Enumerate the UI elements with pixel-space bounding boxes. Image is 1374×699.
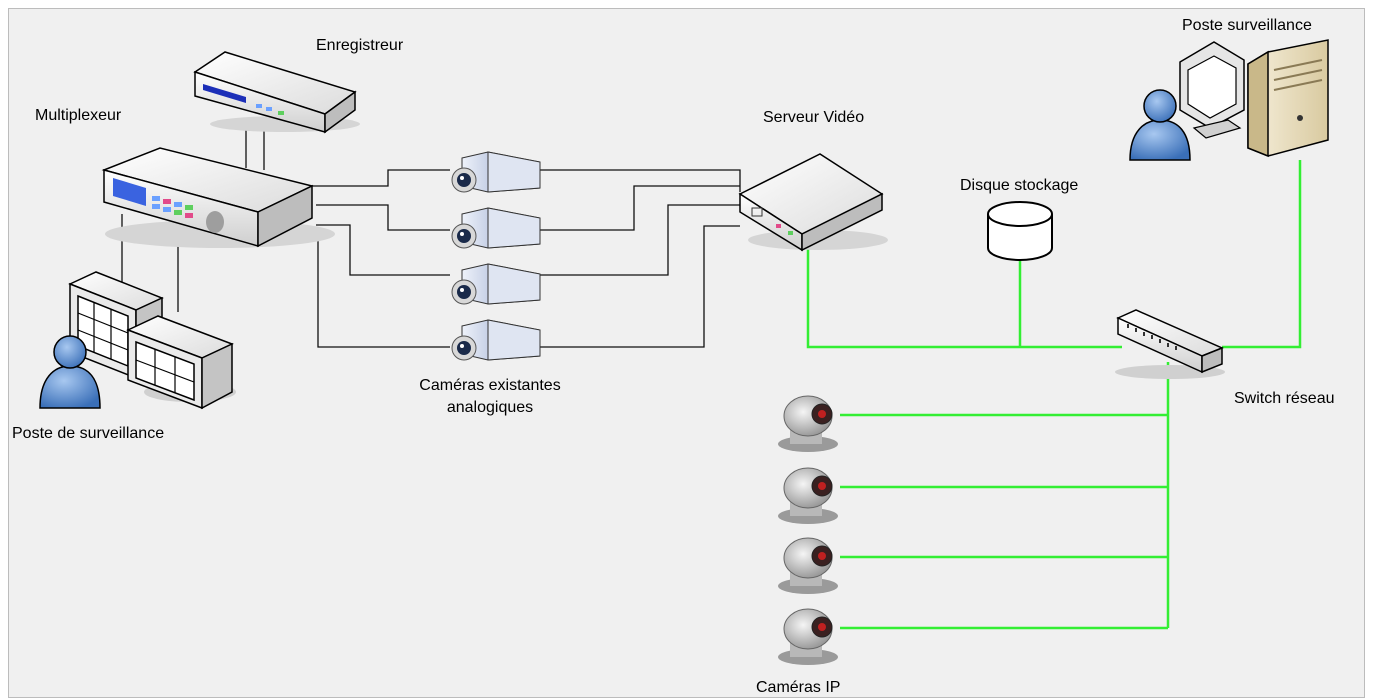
recorder-icon bbox=[193, 51, 360, 134]
analog-camera-2-icon bbox=[451, 207, 541, 249]
ip-camera-3-icon bbox=[778, 537, 838, 594]
workstation-monitor-icon bbox=[1179, 41, 1245, 139]
analog-camera-3-icon bbox=[451, 263, 541, 305]
monitor-front-icon bbox=[126, 315, 236, 410]
link-mux-camera-1 bbox=[312, 169, 450, 187]
workstation-pc-icon bbox=[1247, 39, 1329, 158]
label-enregistreur: Enregistreur bbox=[316, 37, 404, 54]
analog-camera-4-icon bbox=[451, 319, 541, 361]
network-wiring bbox=[806, 160, 1302, 630]
label-poste-surveillance-right: Poste surveillance bbox=[1182, 17, 1312, 34]
link-mux-camera-4 bbox=[316, 239, 450, 348]
link-server-switch bbox=[806, 248, 1122, 349]
ip-camera-2-icon bbox=[778, 467, 838, 524]
label-cameras-ip: Caméras IP bbox=[756, 679, 841, 696]
network-switch-icon bbox=[1115, 309, 1225, 379]
analog-camera-1-icon bbox=[451, 151, 541, 193]
link-mux-camera-2 bbox=[316, 204, 450, 231]
link-pc-switch bbox=[1222, 160, 1302, 349]
link-mux-camera-3 bbox=[316, 224, 450, 276]
label-disque-stockage: Disque stockage bbox=[960, 177, 1079, 194]
label-cameras-analog-line2: analogiques bbox=[446, 399, 534, 416]
ip-camera-4-icon bbox=[778, 608, 838, 665]
user-left-icon bbox=[39, 335, 101, 409]
link-camera-3-server bbox=[540, 204, 740, 276]
multiplexer-icon bbox=[101, 147, 335, 248]
user-right-icon bbox=[1129, 89, 1191, 161]
label-cameras-analog-line1: Caméras existantes bbox=[419, 377, 561, 394]
link-camera-2-server bbox=[540, 185, 740, 231]
video-server-icon bbox=[738, 153, 888, 252]
label-serveur-video: Serveur Vidéo bbox=[763, 109, 865, 126]
label-switch-reseau: Switch réseau bbox=[1234, 390, 1335, 407]
analog-wiring bbox=[121, 118, 741, 348]
label-multiplexeur: Multiplexeur bbox=[35, 107, 122, 124]
link-camera-1-server bbox=[540, 169, 741, 192]
label-poste-surveillance-left: Poste de surveillance bbox=[12, 425, 165, 442]
storage-disk-icon bbox=[987, 201, 1053, 261]
ip-camera-1-icon bbox=[778, 395, 838, 452]
link-camera-4-server bbox=[540, 225, 740, 348]
